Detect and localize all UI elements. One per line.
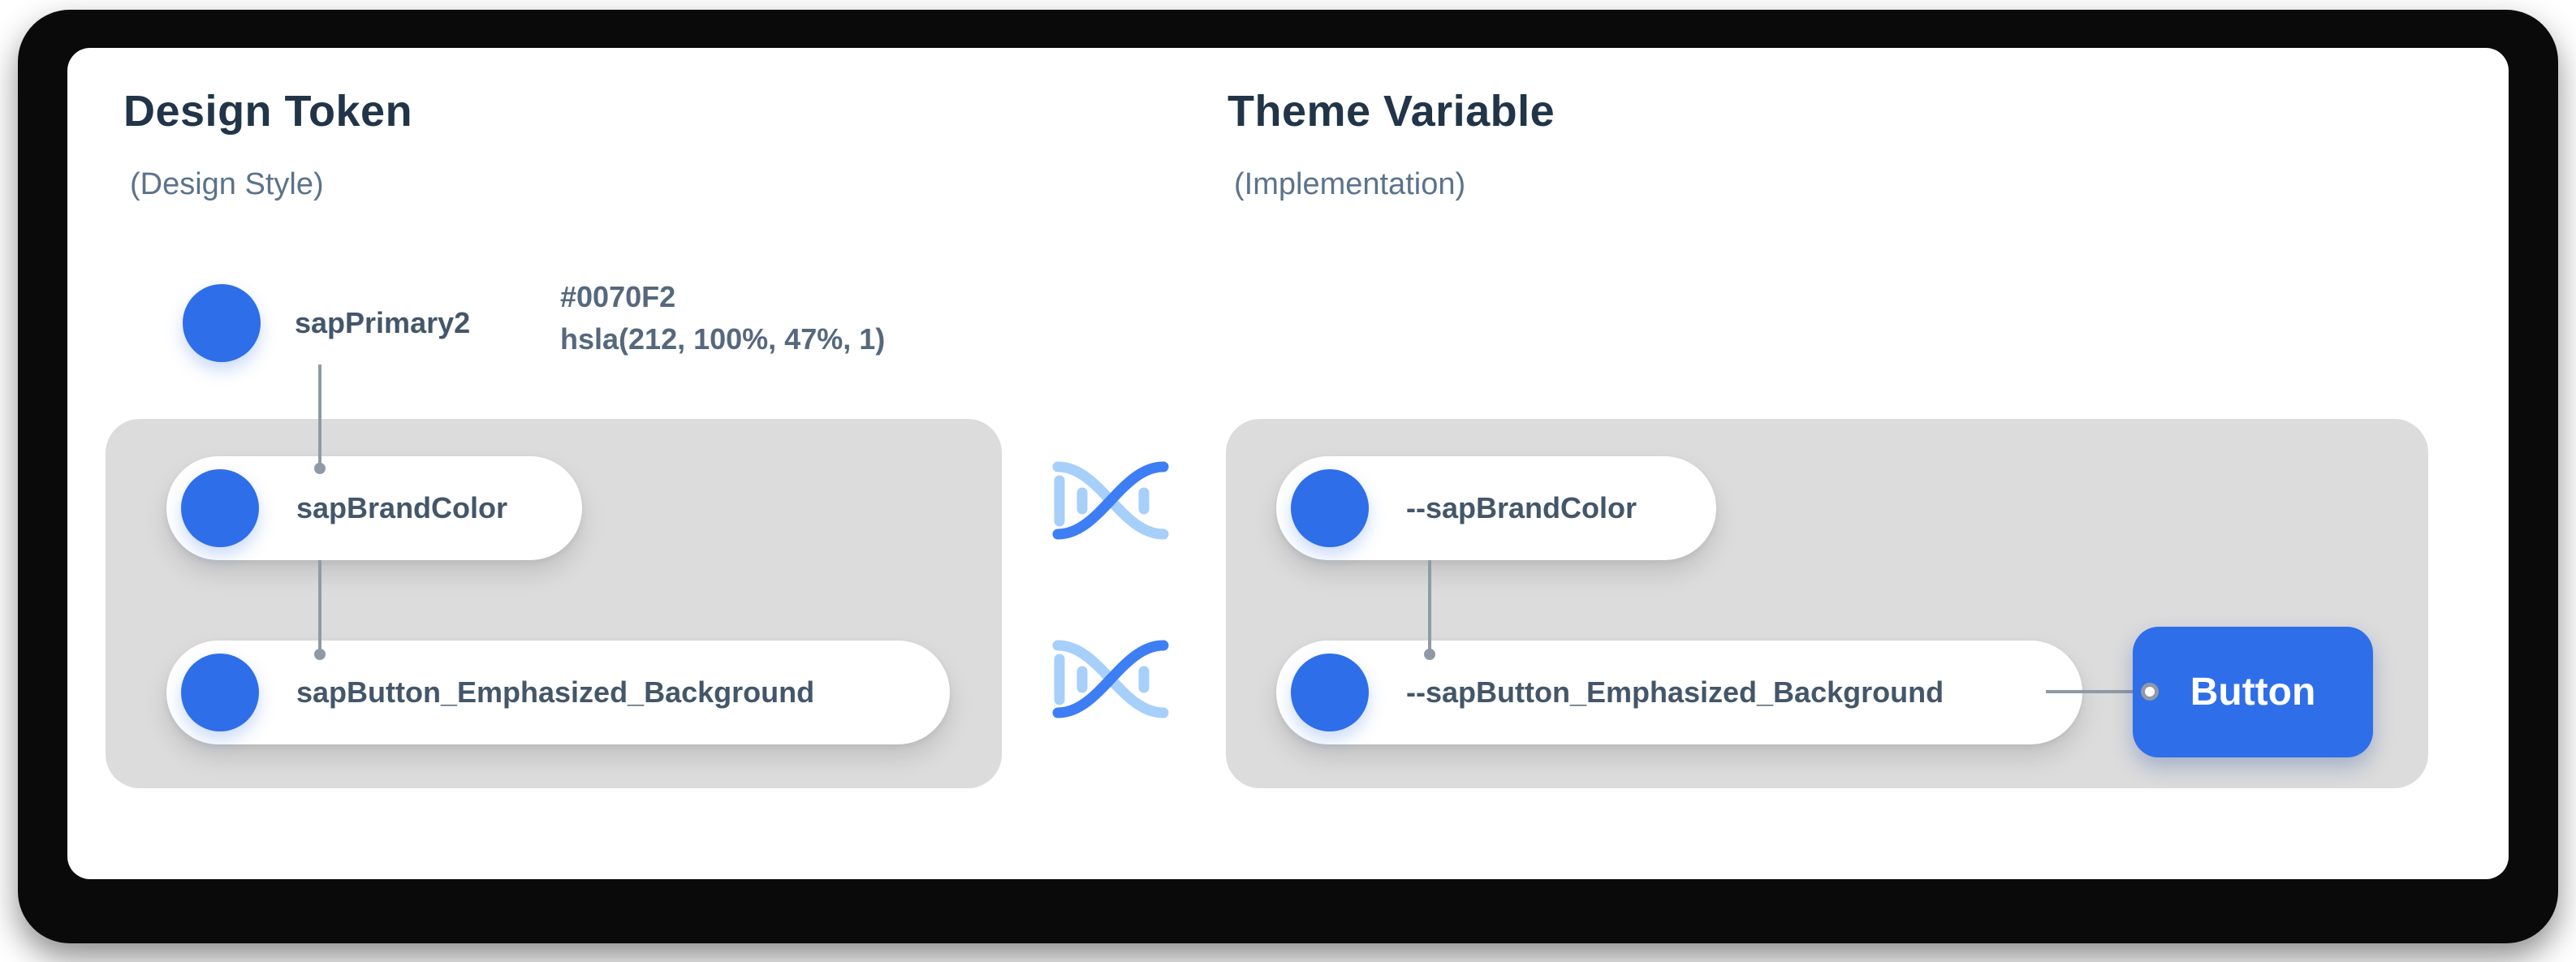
connector-line (1428, 560, 1431, 651)
right-panel-title: Theme Variable (1228, 87, 1556, 136)
color-swatch-circle (1291, 469, 1369, 547)
token-name: sapBrandColor (296, 491, 508, 524)
variable-name: --sapButton_Emphasized_Background (1406, 675, 1944, 709)
variable-name: --sapBrandColor (1406, 491, 1638, 524)
dna-mapping-icon (1052, 461, 1169, 540)
color-swatch-circle (183, 284, 261, 362)
root-token-row: sapPrimary2 (183, 284, 470, 362)
emphasized-button-preview[interactable]: Button (2133, 627, 2373, 757)
right-panel-subtitle: (Implementation) (1234, 167, 1466, 201)
root-token-name: sapPrimary2 (295, 306, 471, 339)
connector-line (318, 365, 321, 465)
dna-mapping-icon (1052, 640, 1169, 718)
token-pill-sapbutton-emphasized-background: sapButton_Emphasized_Background (166, 641, 950, 744)
color-swatch-circle (181, 654, 259, 731)
root-token-values: #0070F2 hsla(212, 100%, 47%, 1) (560, 276, 885, 360)
color-swatch-circle (1291, 654, 1369, 731)
variable-pill-sapbutton-emphasized-background: --sapButton_Emphasized_Background (1276, 641, 2082, 744)
color-swatch-circle (181, 469, 259, 547)
connector-endpoint-dot (1424, 649, 1435, 660)
device-frame: Design Token (Design Style) Theme Variab… (18, 10, 2558, 943)
root-token-hsla: hsla(212, 100%, 47%, 1) (560, 322, 886, 356)
canvas-card: Design Token (Design Style) Theme Variab… (67, 48, 2509, 879)
token-name: sapButton_Emphasized_Background (296, 675, 815, 709)
connector-endpoint-dot (314, 649, 326, 660)
token-pill-sapbrandcolor: sapBrandColor (166, 456, 582, 560)
button-connector-line (2046, 690, 2150, 693)
root-token-hex: #0070F2 (560, 280, 676, 313)
connector-endpoint-dot (314, 463, 326, 474)
left-panel-title: Design Token (123, 87, 413, 136)
left-panel-subtitle: (Design Style) (130, 167, 324, 201)
variable-pill-sapbrandcolor: --sapBrandColor (1276, 456, 1716, 560)
connector-ring-endpoint (2141, 683, 2159, 701)
connector-line (318, 560, 321, 651)
